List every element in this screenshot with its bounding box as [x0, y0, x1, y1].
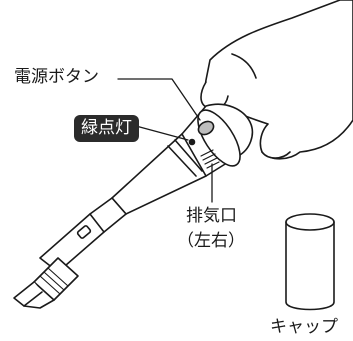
green-led-badge: 緑点灯 — [74, 115, 139, 142]
led-indicator — [188, 138, 196, 146]
power-leader-line — [117, 78, 201, 121]
vacuum-body — [13, 103, 254, 309]
led-leader-line — [135, 125, 189, 141]
cap-illustration — [285, 213, 335, 311]
exhaust-sides-label: （左右） — [177, 231, 245, 251]
exhaust-label: 排気口 — [186, 206, 237, 226]
cap-label: キャップ — [270, 317, 338, 337]
power-button-shape — [197, 120, 215, 136]
power-button-label: 電源ボタン — [14, 67, 99, 87]
